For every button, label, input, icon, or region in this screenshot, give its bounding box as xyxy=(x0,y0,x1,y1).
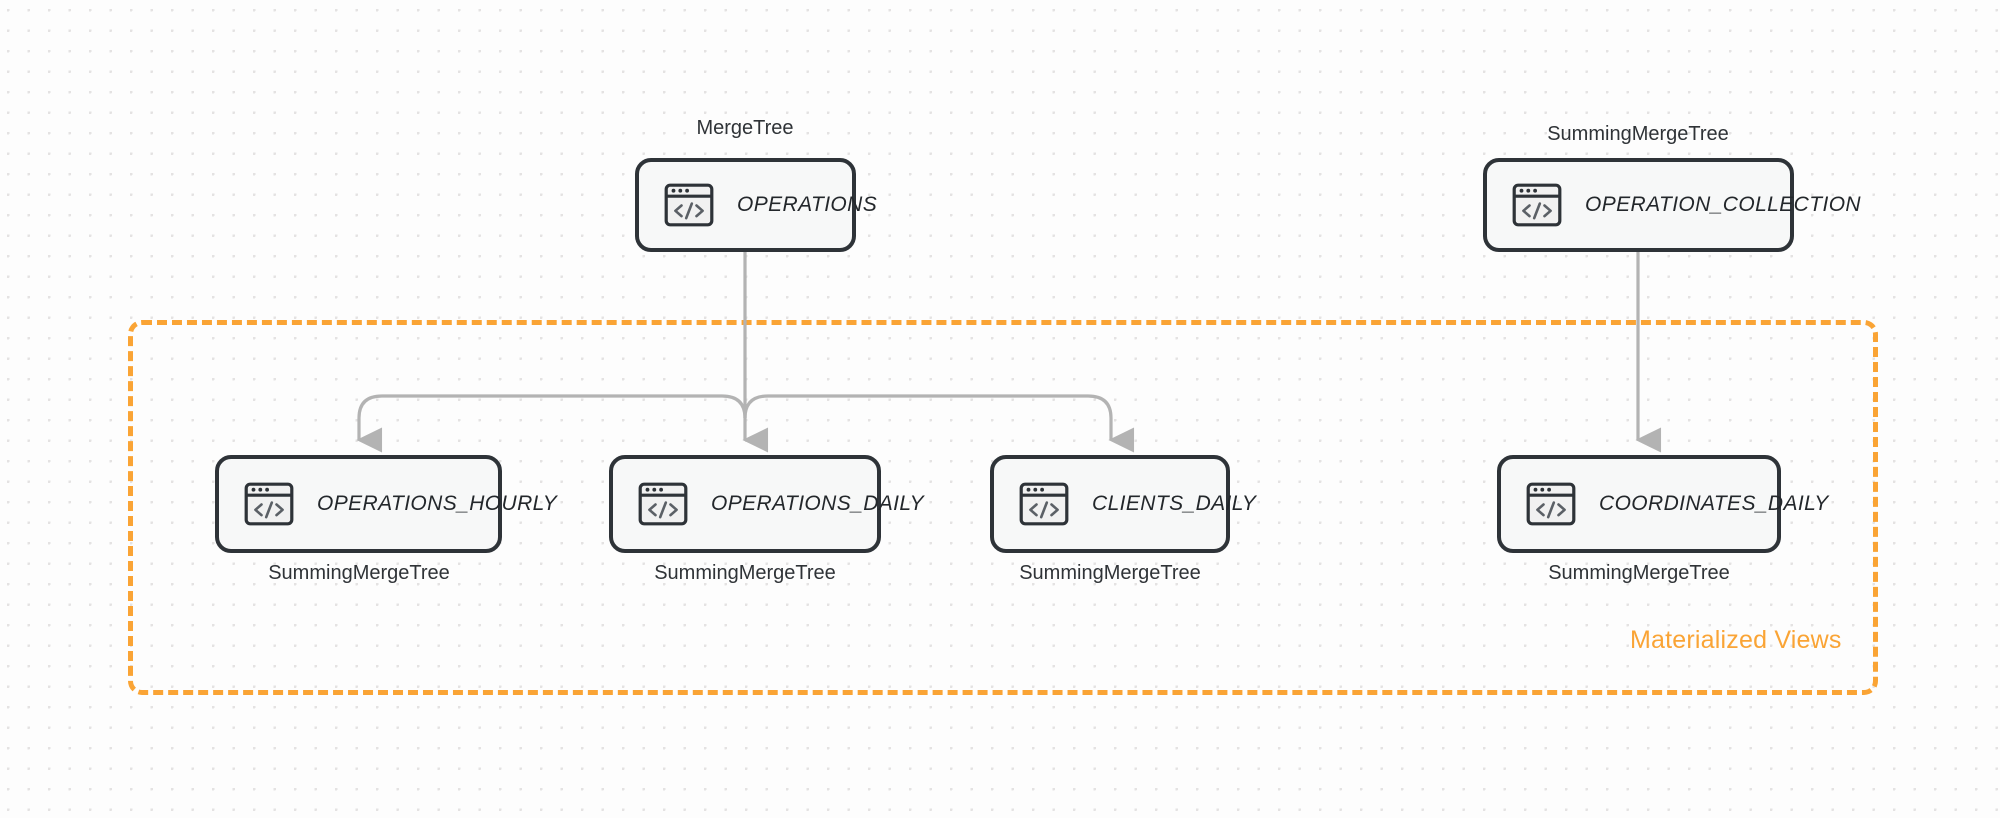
table-node-label: OPERATIONS_HOURLY xyxy=(317,492,558,515)
code-window-icon xyxy=(1512,183,1562,227)
engine-caption-operations: MergeTree xyxy=(696,117,794,139)
table-node-operations[interactable]: OPERATIONS xyxy=(635,158,877,252)
table-node-label: COORDINATES_DAILY xyxy=(1599,492,1829,515)
table-node-label: CLIENTS_DAILY xyxy=(1092,492,1257,515)
code-window-icon xyxy=(638,482,688,526)
engine-caption-coordinates-daily: SummingMergeTree xyxy=(1548,562,1730,584)
table-node-label: OPERATIONS_DAILY xyxy=(711,492,924,515)
table-node-label: OPERATION_COLLECTION xyxy=(1585,193,1861,216)
engine-caption-clients-daily: SummingMergeTree xyxy=(1019,562,1201,584)
table-node-coordinates-daily[interactable]: COORDINATES_DAILY xyxy=(1497,455,1828,553)
materialized-views-label: Materialized Views xyxy=(1630,626,1842,654)
code-window-icon xyxy=(1526,482,1576,526)
code-window-icon xyxy=(1019,482,1069,526)
engine-caption-operations-hourly: SummingMergeTree xyxy=(268,562,450,584)
code-window-icon xyxy=(244,482,294,526)
table-node-operation-collection[interactable]: OPERATION_COLLECTION xyxy=(1483,158,1861,252)
table-node-label: OPERATIONS xyxy=(737,193,878,216)
code-window-icon xyxy=(664,183,714,227)
table-node-operations-daily[interactable]: OPERATIONS_DAILY xyxy=(609,455,924,553)
table-node-operations-hourly[interactable]: OPERATIONS_HOURLY xyxy=(215,455,557,553)
table-node-clients-daily[interactable]: CLIENTS_DAILY xyxy=(990,455,1256,553)
materialized-views-group xyxy=(128,320,1878,695)
engine-caption-operation-collection: SummingMergeTree xyxy=(1547,123,1729,145)
engine-caption-operations-daily: SummingMergeTree xyxy=(654,562,836,584)
